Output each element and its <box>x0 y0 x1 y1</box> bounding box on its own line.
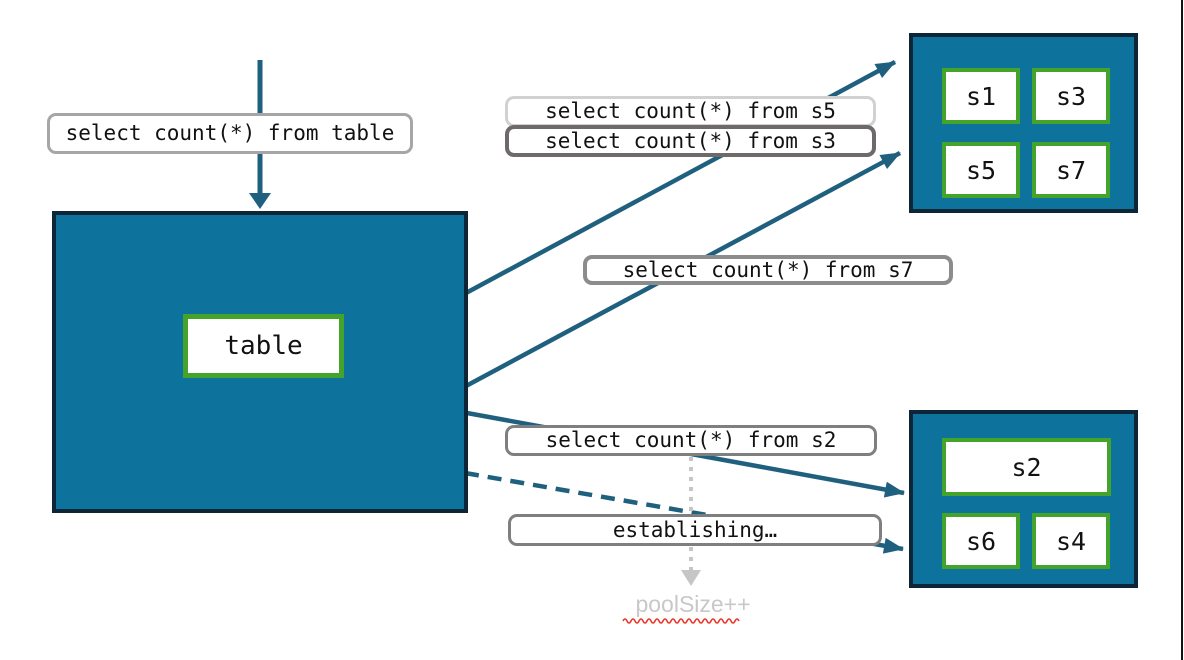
query-label-text: select count(*) from s5 <box>545 99 836 123</box>
shard-label: s7 <box>1055 155 1087 185</box>
slide-right-edge <box>1181 0 1183 660</box>
shard-box-s5: s5 <box>942 142 1020 198</box>
query-label-s3: select count(*) from s3 <box>505 125 876 157</box>
query-label-text: select count(*) from table <box>65 121 395 145</box>
query-label-text: select count(*) from s3 <box>545 128 836 153</box>
shard-label: s3 <box>1055 81 1087 111</box>
shard-box-s1: s1 <box>942 68 1020 124</box>
shard-label: s1 <box>965 81 997 111</box>
arrowhead-pool-size <box>681 570 701 586</box>
query-label-table: select count(*) from table <box>47 113 413 154</box>
establishing-label: establishing… <box>508 514 882 546</box>
query-label-s2: select count(*) from s2 <box>505 425 877 456</box>
shard-label: s6 <box>965 526 997 556</box>
shard-box-s2: s2 <box>942 438 1111 496</box>
establishing-label-text: establishing… <box>612 517 778 542</box>
shard-box-s4: s4 <box>1032 513 1110 569</box>
table-box: table <box>183 314 344 378</box>
shard-box-s3: s3 <box>1032 68 1110 124</box>
spellcheck-squiggle <box>622 618 740 624</box>
shard-label: s5 <box>965 155 997 185</box>
pool-size-note: poolSize++ <box>600 591 786 618</box>
shard-pool-bottom: s2 s6 s4 <box>909 410 1138 588</box>
pool-size-text: poolSize++ <box>635 591 751 617</box>
arrowhead-query-into-table <box>249 193 271 209</box>
shard-box-s7: s7 <box>1032 142 1110 198</box>
query-label-s5: select count(*) from s5 <box>505 96 876 127</box>
shard-label: s2 <box>1011 452 1042 482</box>
query-label-text: select count(*) from s2 <box>545 428 837 452</box>
shard-label: s4 <box>1055 526 1087 556</box>
shard-pool-top: s1 s3 s5 s7 <box>909 33 1138 213</box>
table-box-label: table <box>224 331 303 361</box>
query-label-text: select count(*) from s7 <box>622 257 914 282</box>
query-label-s7: select count(*) from s7 <box>583 255 953 285</box>
table-container-box: table <box>52 211 468 513</box>
shard-box-s6: s6 <box>942 513 1020 569</box>
